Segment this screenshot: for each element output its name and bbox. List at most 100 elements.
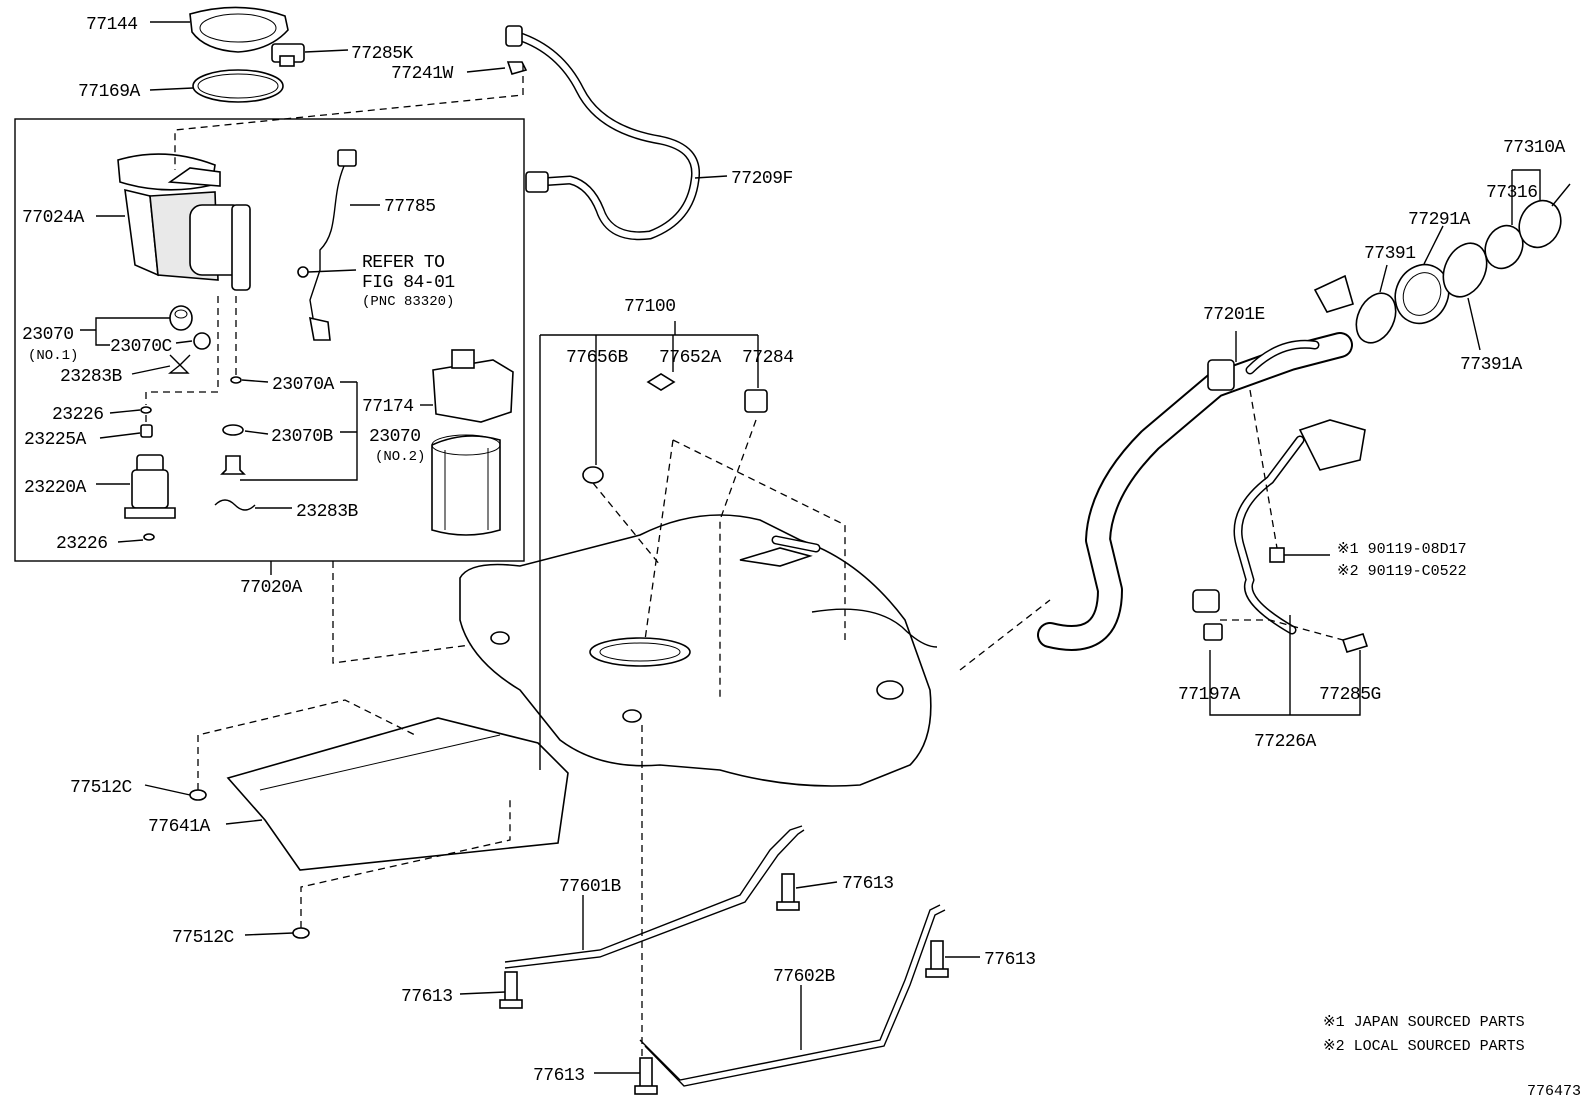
- fuel-pump-module-77024A[interactable]: [117, 153, 251, 291]
- ring-77291A[interactable]: [1386, 256, 1458, 332]
- label-77024A: 77024A: [22, 208, 85, 228]
- label-23220A: 23220A: [24, 478, 87, 498]
- regulator-23070-no2[interactable]: [220, 455, 246, 475]
- fuel-tank-77100[interactable]: [459, 514, 938, 787]
- bolt-77613-3[interactable]: [925, 940, 949, 978]
- grommet-77512C-2[interactable]: [292, 927, 310, 939]
- note-japan-sourced: ※1 JAPAN SOURCED PARTS: [1323, 1014, 1525, 1031]
- label-77226A: 77226A: [1254, 732, 1317, 752]
- label-77285G: 77285G: [1319, 685, 1381, 705]
- clip-77241W[interactable]: [506, 61, 528, 75]
- fuel-sender-gauge-77785[interactable]: [297, 149, 357, 341]
- label-77020A: 77020A: [240, 578, 303, 598]
- bolt-77613-1[interactable]: [776, 873, 800, 911]
- label-77316: 77316: [1486, 183, 1538, 203]
- label-77602B: 77602B: [773, 967, 836, 987]
- figure-id: 776473: [1527, 1083, 1581, 1099]
- bolt-77613-2[interactable]: [499, 971, 523, 1009]
- label-77613-1: 77613: [842, 874, 894, 894]
- filter-23070-no1[interactable]: [169, 305, 193, 331]
- note-local-sourced: ※2 LOCAL SOURCED PARTS: [1323, 1038, 1525, 1055]
- washer-23226-1[interactable]: [140, 406, 152, 414]
- pad-77652A[interactable]: [646, 373, 676, 391]
- label-77100: 77100: [624, 297, 676, 317]
- filter-23225A[interactable]: [140, 424, 153, 438]
- label-bolt-local: ※2 90119-C0522: [1337, 563, 1467, 580]
- label-77613-2: 77613: [401, 987, 453, 1007]
- label-23226-1: 23226: [52, 405, 104, 425]
- retainer-ring-77144[interactable]: [189, 6, 289, 53]
- grommet-77512C-1[interactable]: [189, 789, 207, 801]
- connector-77285K[interactable]: [271, 43, 305, 67]
- label-77209F: 77209F: [731, 169, 793, 189]
- protector-77641A[interactable]: [226, 717, 569, 871]
- label-77310A: 77310A: [1503, 138, 1566, 158]
- label-23070-no2: 23070: [369, 427, 421, 447]
- label-77169A: 77169A: [78, 82, 141, 102]
- label-23070C: 23070C: [110, 337, 173, 357]
- label-pnc-83320: (PNC 83320): [362, 294, 454, 310]
- label-23070B: 23070B: [271, 427, 334, 447]
- label-77391: 77391: [1364, 244, 1416, 264]
- label-77613-3: 77613: [984, 950, 1036, 970]
- strap-77601B[interactable]: [504, 825, 805, 969]
- label-77291A: 77291A: [1408, 210, 1471, 230]
- label-no1: (NO.1): [28, 348, 78, 364]
- label-77144: 77144: [86, 15, 138, 35]
- clamp-77285G[interactable]: [1341, 633, 1369, 653]
- bolt-90119[interactable]: [1269, 547, 1285, 563]
- leader-lines: [80, 21, 1541, 1074]
- gasket-77391A[interactable]: [1435, 236, 1495, 304]
- clip-23283B-1[interactable]: [168, 354, 191, 374]
- label-77641A: 77641A: [148, 817, 211, 837]
- label-77174: 77174: [362, 397, 414, 417]
- bolt-77613-4[interactable]: [634, 1057, 658, 1095]
- filter-case[interactable]: [431, 434, 501, 536]
- label-77601B: 77601B: [559, 877, 622, 897]
- label-77285K: 77285K: [351, 44, 414, 64]
- clip-23283B-2[interactable]: [214, 499, 256, 511]
- label-77197A: 77197A: [1178, 685, 1241, 705]
- fuel-cap-77310A[interactable]: [1512, 183, 1571, 254]
- label-refer-to: REFER TO: [362, 253, 444, 273]
- reference-lines: [145, 64, 1344, 1060]
- label-23225A: 23225A: [24, 430, 87, 450]
- label-77391A: 77391A: [1460, 355, 1523, 375]
- label-23226-2: 23226: [56, 534, 108, 554]
- label-23283B-2: 23283B: [296, 502, 359, 522]
- label-77512C-2: 77512C: [172, 928, 235, 948]
- fuel-tube-77209F[interactable]: [505, 25, 701, 241]
- label-bolt-japan: ※1 90119-08D17: [1337, 541, 1467, 558]
- label-23070A: 23070A: [272, 375, 335, 395]
- sub-assembly-box: [14, 118, 525, 562]
- clamp-77197A[interactable]: [1203, 623, 1223, 641]
- bracket-77391-mount[interactable]: [1313, 274, 1354, 313]
- housing-77174[interactable]: [432, 349, 514, 423]
- breather-tube-77226A[interactable]: [1192, 419, 1366, 635]
- label-77652A: 77652A: [659, 348, 722, 368]
- oring-23070B[interactable]: [222, 424, 244, 436]
- pump-23220A[interactable]: [124, 454, 176, 519]
- label-23283B-1: 23283B: [60, 367, 123, 387]
- label-77241W: 77241W: [391, 64, 454, 84]
- label-fig-84-01: FIG 84-01: [362, 273, 455, 293]
- cushion-77656B[interactable]: [582, 466, 604, 484]
- gasket-77169A[interactable]: [192, 69, 284, 103]
- label-77785: 77785: [384, 197, 436, 217]
- oring-23070A[interactable]: [230, 376, 242, 384]
- label-77656B: 77656B: [566, 348, 629, 368]
- filler-pipe-77201E[interactable]: [1037, 332, 1353, 651]
- label-77201E: 77201E: [1203, 305, 1265, 325]
- label-no2: (NO.2): [375, 449, 425, 465]
- oring-23070C[interactable]: [193, 332, 211, 350]
- label-77512C-1: 77512C: [70, 778, 133, 798]
- gasket-77391[interactable]: [1349, 287, 1404, 349]
- clamp-77284[interactable]: [744, 389, 768, 413]
- label-77284: 77284: [742, 348, 794, 368]
- washer-23226-2[interactable]: [143, 533, 155, 541]
- label-77613-4: 77613: [533, 1066, 585, 1086]
- label-23070-no1: 23070: [22, 325, 74, 345]
- cap-77316[interactable]: [1478, 219, 1529, 274]
- strap-77602B[interactable]: [639, 904, 946, 1087]
